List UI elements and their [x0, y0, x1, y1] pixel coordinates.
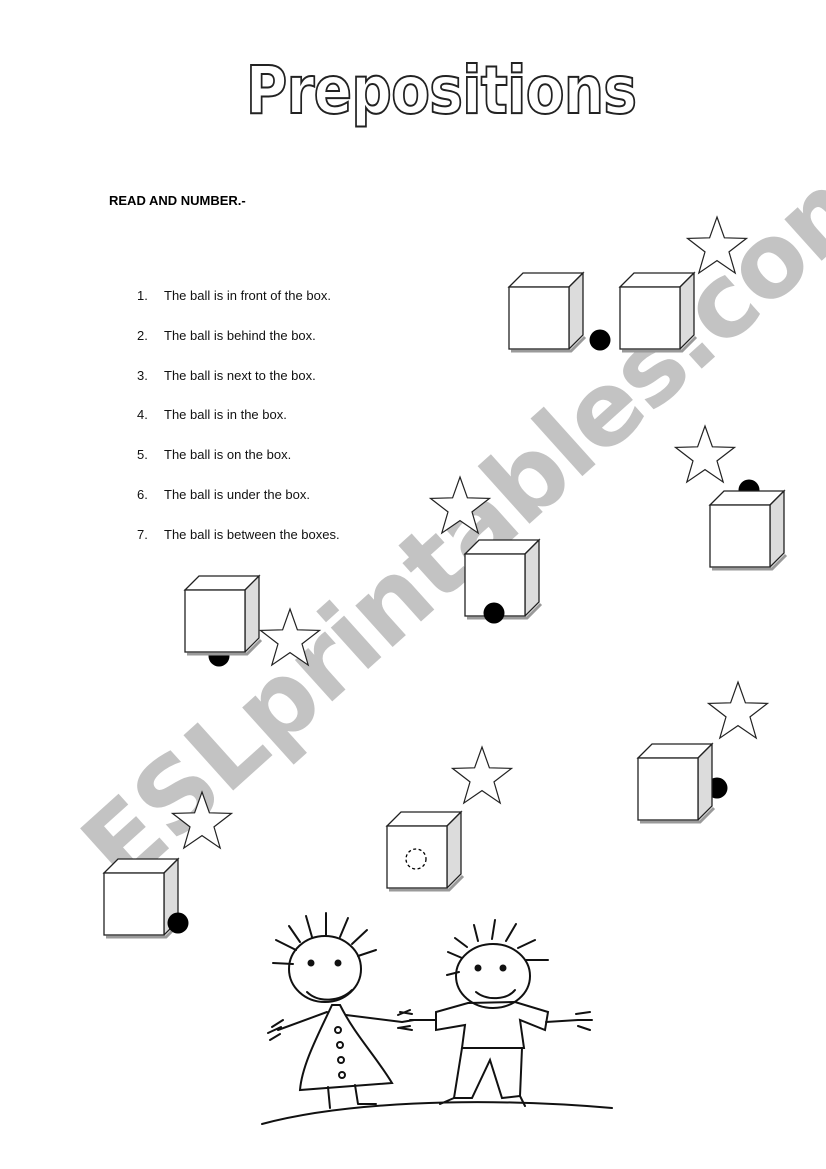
item-number: 3.	[137, 367, 148, 383]
item-text: The ball is in front of the box.	[164, 288, 331, 303]
list-item: 5. The ball is on the box.	[137, 447, 340, 487]
ball-icon	[589, 329, 611, 351]
list-item: 2. The ball is behind the box.	[137, 328, 340, 368]
children-drawing	[261, 912, 613, 1125]
item-number: 6.	[137, 486, 148, 502]
ball-icon	[483, 602, 505, 624]
list-item: 7. The ball is between the boxes.	[137, 527, 340, 567]
box-icon	[708, 489, 788, 571]
list-item: 1. The ball is in front of the box.	[137, 288, 340, 328]
star-icon	[451, 746, 513, 804]
star-icon	[674, 425, 736, 483]
list-item: 3. The ball is next to the box.	[137, 368, 340, 408]
item-text: The ball is in the box.	[164, 407, 287, 423]
sentence-list: 1. The ball is in front of the box. 2. The…	[137, 288, 340, 567]
star-icon	[686, 216, 748, 274]
star-icon	[259, 608, 321, 666]
list-item: 6. The ball is under the box.	[137, 487, 340, 527]
item-number: 1.	[137, 288, 148, 303]
page-title: Prepositions	[245, 51, 638, 130]
box-icon	[183, 574, 263, 656]
item-number: 4.	[137, 407, 148, 423]
box-icon	[507, 271, 587, 353]
star-icon	[707, 681, 769, 739]
item-text: The ball is on the box.	[164, 447, 292, 463]
list-item: 4. The ball is in the box.	[137, 407, 340, 447]
item-number: 7.	[137, 526, 148, 542]
item-text: The ball is behind the box.	[164, 327, 316, 343]
item-number: 2.	[137, 327, 148, 343]
item-text: The ball is under the box.	[164, 486, 310, 502]
item-text: The ball is next to the box.	[164, 367, 316, 383]
star-icon	[171, 791, 233, 849]
instruction-heading: READ AND NUMBER.-	[109, 193, 246, 208]
ball-icon	[405, 848, 427, 870]
ball-icon	[167, 912, 189, 934]
box-icon	[618, 271, 698, 353]
item-text: The ball is between the boxes.	[164, 526, 340, 542]
item-number: 5.	[137, 447, 148, 463]
box-icon	[636, 742, 716, 824]
box-icon	[385, 810, 465, 892]
box-icon	[463, 538, 543, 620]
star-icon	[429, 476, 491, 534]
